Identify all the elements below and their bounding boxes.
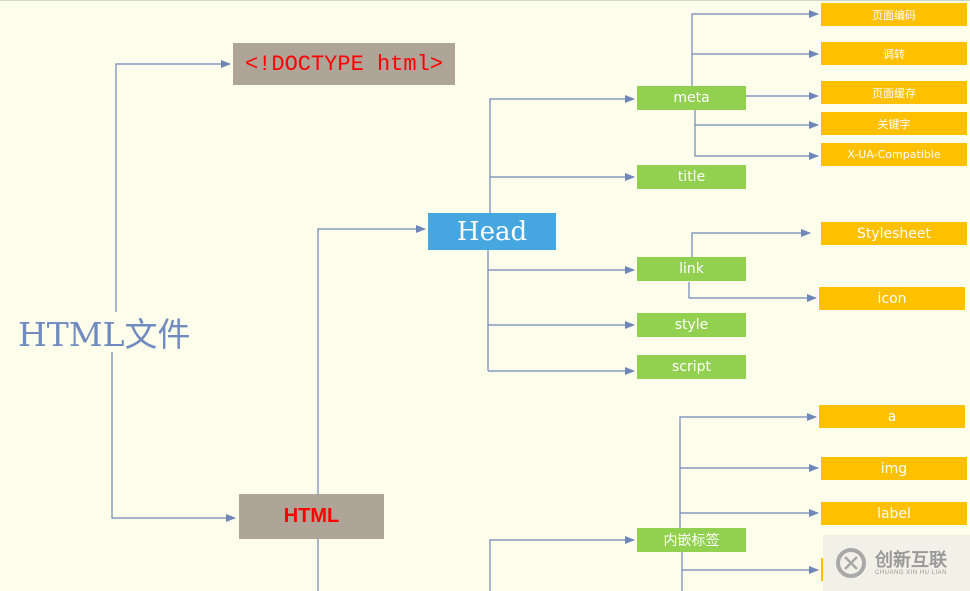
link-child-icon: icon (819, 287, 965, 310)
edge-meta-spine (691, 10, 819, 87)
inline-child-img: img (821, 457, 967, 480)
edge-root-html (111, 352, 236, 522)
script-node: script (637, 355, 746, 379)
edge-meta-4 (694, 110, 819, 129)
edge-html-head (317, 225, 426, 494)
edge-to-inline (489, 536, 635, 591)
meta-child-cache: 页面缓存 (821, 81, 967, 104)
edge-link-stylesheet (691, 229, 811, 258)
edge-inline-a (679, 413, 817, 528)
watermark-logo: 创新互联 CHUANG XIN HU LIAN (823, 535, 970, 591)
edge-link-icon (688, 282, 817, 302)
meta-child-xua: X-UA-Compatible (821, 143, 967, 166)
meta-child-redirect: 调转 (821, 42, 967, 65)
style-node: style (637, 313, 746, 337)
root-node-label: HTML文件 (18, 315, 191, 354)
inline-child-label: label (821, 502, 967, 525)
html-node: HTML (239, 494, 384, 539)
edge-inline-4 (681, 551, 819, 574)
edge-root-doctype (115, 60, 231, 312)
head-node: Head (428, 213, 556, 250)
doctype-node: <!DOCTYPE html> (233, 43, 455, 85)
watermark-sub-text: CHUANG XIN HU LIAN (875, 570, 948, 576)
brand-logo-icon (836, 548, 866, 578)
meta-child-keywords: 关键字 (821, 112, 967, 135)
edge-head-meta (489, 95, 635, 213)
meta-child-encoding: 页面编码 (821, 3, 967, 26)
link-child-stylesheet: Stylesheet (821, 222, 967, 245)
meta-node: meta (637, 86, 746, 110)
inline-tags-node: 内嵌标签 (637, 528, 746, 552)
edge-meta-5 (694, 125, 819, 160)
watermark-brand-text: 创新互联 (875, 550, 947, 570)
top-border-line (0, 0, 970, 1)
link-node: link (637, 257, 746, 281)
title-node: title (637, 165, 746, 189)
inline-child-a: a (819, 405, 965, 428)
